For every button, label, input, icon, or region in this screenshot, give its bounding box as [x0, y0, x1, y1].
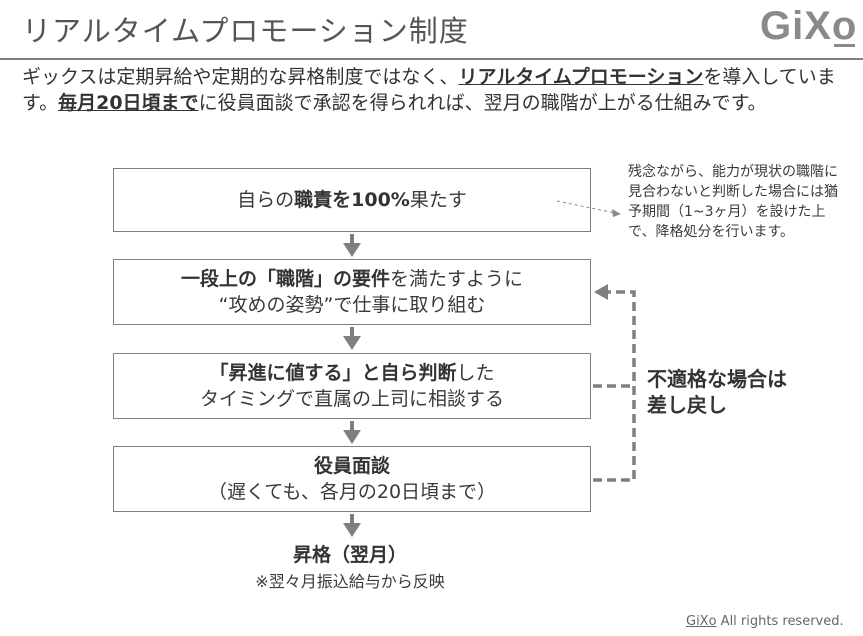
step4-bold: 役員面談: [313, 455, 390, 477]
send-back-label: 不適格な場合は 差し戻し: [647, 366, 827, 418]
flow-step-1: 自らの職責を100%果たす: [113, 168, 591, 232]
flow-step-4: 役員面談 （遅くても、各月の20日頃まで）: [113, 446, 591, 512]
intro-part1: ギックスは定期昇給や定期的な昇格制度ではなく、: [22, 66, 459, 88]
promotion-result-note: ※翌々月振込給与から反映: [255, 572, 445, 591]
down-arrow-3: [343, 421, 361, 444]
gixo-logo: GiXo: [760, 4, 857, 49]
flow-step-2: 一段上の「職階」の要件を満たすように “攻めの姿勢”で仕事に取り組む: [113, 259, 591, 325]
logo-text-b: o: [831, 4, 858, 48]
footer-rights: All rights reserved.: [716, 614, 844, 629]
down-arrow-2: [343, 327, 361, 350]
intro-emphasis-realtime: リアルタイムプロモーション: [458, 66, 704, 88]
intro-paragraph: ギックスは定期昇給や定期的な昇格制度ではなく、リアルタイムプロモーションを導入し…: [22, 64, 842, 116]
send-back-arrowhead: [594, 284, 608, 300]
intro-emphasis-deadline: 毎月20日頃まで: [58, 92, 199, 114]
step2-line2: “攻めの姿勢”で仕事に取り組む: [218, 294, 486, 316]
step1-post: 果たす: [409, 189, 467, 211]
step3-line2: タイミングで直属の上司に相談する: [199, 388, 504, 410]
note-pointer: [556, 200, 621, 217]
down-arrow-4: [343, 514, 361, 537]
intro-part2: を導入しています。: [22, 66, 836, 114]
send-back-label-line2: 差し戻し: [647, 393, 727, 417]
send-back-loop: [593, 290, 636, 482]
step2-bold: 一段上の「職階」の要件: [180, 268, 390, 290]
promotion-result: 昇格（翌月）: [292, 544, 407, 566]
step1-pre: 自らの: [237, 189, 295, 211]
step4-line2: （遅くても、各月の20日頃まで）: [207, 481, 497, 503]
step1-bold: 職責を100%: [294, 189, 410, 211]
footer-brand: GiXo: [686, 614, 717, 629]
down-arrow-1: [343, 234, 361, 257]
copyright-footer: GiXo All rights reserved.: [686, 614, 844, 629]
intro-part3: に役員面談で承認を得られれば、翌月の職階が上がる仕組みです。: [198, 92, 767, 114]
page-title: リアルタイムプロモーション制度: [22, 14, 469, 48]
send-back-label-line1: 不適格な場合は: [647, 367, 787, 391]
demotion-note: 残念ながら、能力が現状の職階に見合わないと判断した場合には猶予期間（1~3ヶ月）…: [628, 164, 838, 240]
step2-rest: を満たすように: [390, 268, 524, 290]
step3-bold: 「昇進に値する」と自ら判断: [209, 362, 457, 384]
logo-text-a: GiX: [760, 4, 832, 48]
title-divider: [0, 58, 863, 60]
flow-step-3: 「昇進に値する」と自ら判断した タイミングで直属の上司に相談する: [113, 353, 591, 419]
step3-rest: した: [456, 362, 495, 384]
